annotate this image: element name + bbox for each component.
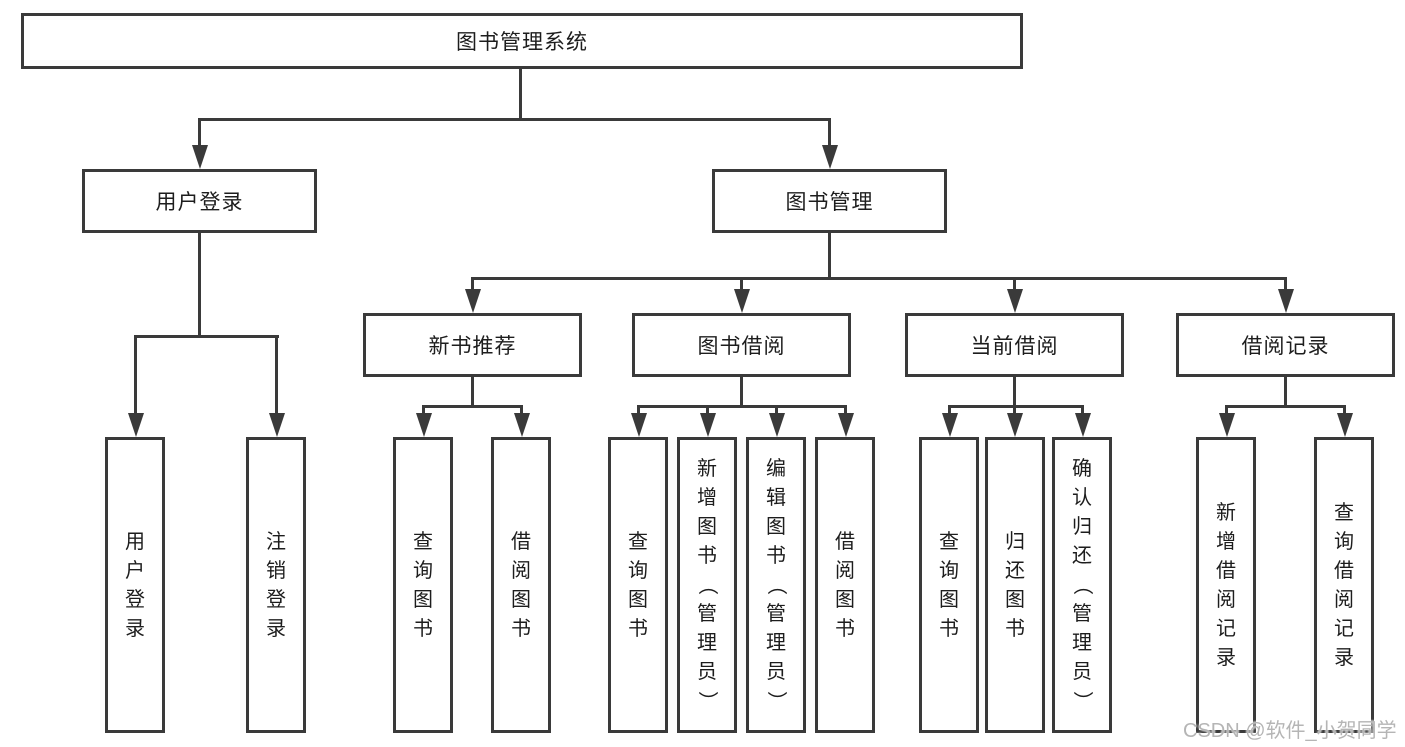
arrowhead-down-icon bbox=[465, 289, 481, 313]
connector-stub bbox=[775, 405, 778, 415]
connector-root-vline bbox=[519, 69, 522, 118]
connector-stub bbox=[471, 277, 474, 291]
connector-stub bbox=[134, 335, 137, 413]
connector-root-left-stub bbox=[198, 118, 201, 145]
connector-group-hline bbox=[637, 405, 847, 408]
connector-stub bbox=[948, 405, 951, 415]
arrowhead-down-icon bbox=[1278, 289, 1294, 313]
node-label: 查询借阅记录 bbox=[1334, 501, 1354, 669]
csdn-watermark: CSDN @软件_小贺同学 bbox=[1183, 720, 1397, 742]
node-leaf-logout: 注销登录 bbox=[246, 437, 306, 733]
connector-bookmgmt-vline bbox=[828, 233, 831, 277]
connector-stub bbox=[1343, 405, 1346, 415]
connector-stub bbox=[740, 277, 743, 291]
node-label: 当前借阅 bbox=[970, 335, 1059, 358]
arrowhead-down-icon bbox=[1337, 413, 1353, 437]
arrowhead-down-icon bbox=[769, 413, 785, 437]
arrowhead-down-icon bbox=[1007, 413, 1023, 437]
connector-group-vline bbox=[1013, 377, 1016, 405]
connector-stub bbox=[1081, 405, 1084, 415]
connector-group-hline bbox=[1225, 405, 1346, 408]
node-label: 新增图书（管理员） bbox=[696, 458, 718, 711]
connector-group-vline bbox=[471, 377, 474, 405]
connector-group-hline bbox=[422, 405, 523, 408]
node-label: 新增借阅记录 bbox=[1216, 501, 1236, 669]
node-label: 归还图书 bbox=[1005, 530, 1025, 640]
node-label: 查询图书 bbox=[413, 530, 433, 640]
node-leaf-add-borrow-record: 新增借阅记录 bbox=[1196, 437, 1256, 733]
node-label: 借阅图书 bbox=[511, 530, 531, 640]
connector-root-right-stub bbox=[828, 118, 831, 145]
node-label: 图书管理 bbox=[785, 191, 874, 214]
arrowhead-down-icon bbox=[631, 413, 647, 437]
connector-stub bbox=[1013, 405, 1016, 415]
arrowhead-down-icon bbox=[514, 413, 530, 437]
node-leaf-query-books-current: 查询图书 bbox=[919, 437, 979, 733]
connector-stub bbox=[1284, 277, 1287, 291]
arrowhead-down-icon bbox=[192, 145, 208, 169]
connector-bookmgmt-hline bbox=[471, 277, 1287, 280]
connector-stub bbox=[520, 405, 523, 415]
node-label: 注销登录 bbox=[266, 530, 286, 640]
arrowhead-down-icon bbox=[942, 413, 958, 437]
arrowhead-down-icon bbox=[734, 289, 750, 313]
node-leaf-user-login: 用户登录 bbox=[105, 437, 165, 733]
node-label: 确认归还（管理员） bbox=[1071, 458, 1093, 711]
node-leaf-borrow-books: 借阅图书 bbox=[815, 437, 875, 733]
arrowhead-down-icon bbox=[416, 413, 432, 437]
connector-stub bbox=[275, 335, 278, 413]
node-leaf-query-books-recommend: 查询图书 bbox=[393, 437, 453, 733]
connector-root-hline bbox=[198, 118, 831, 121]
node-book-borrowing: 图书借阅 bbox=[632, 313, 851, 377]
node-label: 用户登录 bbox=[125, 530, 145, 640]
arrowhead-down-icon bbox=[128, 413, 144, 437]
arrowhead-down-icon bbox=[822, 145, 838, 169]
connector-stub bbox=[422, 405, 425, 415]
node-leaf-query-books-borrowing: 查询图书 bbox=[608, 437, 668, 733]
node-book-management: 图书管理 bbox=[712, 169, 947, 233]
node-user-login: 用户登录 bbox=[82, 169, 317, 233]
node-leaf-add-books-admin: 新增图书（管理员） bbox=[677, 437, 737, 733]
node-current-borrowing: 当前借阅 bbox=[905, 313, 1124, 377]
connector-group-hline bbox=[948, 405, 1084, 408]
node-label: 用户登录 bbox=[155, 191, 244, 214]
node-root-system: 图书管理系统 bbox=[21, 13, 1023, 69]
node-leaf-query-borrow-record: 查询借阅记录 bbox=[1314, 437, 1374, 733]
node-label: 查询图书 bbox=[628, 530, 648, 640]
connector-userlogin-vline bbox=[198, 233, 201, 335]
node-label: 借阅图书 bbox=[835, 530, 855, 640]
arrowhead-down-icon bbox=[1219, 413, 1235, 437]
node-leaf-return-books: 归还图书 bbox=[985, 437, 1045, 733]
node-leaf-confirm-return-admin: 确认归还（管理员） bbox=[1052, 437, 1112, 733]
connector-group-vline bbox=[740, 377, 743, 405]
arrowhead-down-icon bbox=[838, 413, 854, 437]
connector-stub bbox=[637, 405, 640, 415]
connector-userlogin-hline bbox=[134, 335, 279, 338]
connector-group-vline bbox=[1284, 377, 1287, 405]
arrowhead-down-icon bbox=[1075, 413, 1091, 437]
node-leaf-edit-books-admin: 编辑图书（管理员） bbox=[746, 437, 806, 733]
arrowhead-down-icon bbox=[700, 413, 716, 437]
arrowhead-down-icon bbox=[1007, 289, 1023, 313]
node-label: 编辑图书（管理员） bbox=[765, 458, 787, 711]
node-label: 图书借阅 bbox=[697, 335, 786, 358]
node-label: 查询图书 bbox=[939, 530, 959, 640]
connector-stub bbox=[844, 405, 847, 415]
node-root-label: 图书管理系统 bbox=[456, 31, 588, 54]
node-borrowing-records: 借阅记录 bbox=[1176, 313, 1395, 377]
node-label: 新书推荐 bbox=[428, 335, 517, 358]
arrowhead-down-icon bbox=[269, 413, 285, 437]
connector-stub bbox=[1013, 277, 1016, 291]
node-new-book-recommend: 新书推荐 bbox=[363, 313, 582, 377]
node-leaf-borrow-books-recommend: 借阅图书 bbox=[491, 437, 551, 733]
node-label: 借阅记录 bbox=[1241, 335, 1330, 358]
connector-stub bbox=[1225, 405, 1228, 415]
connector-stub bbox=[706, 405, 709, 415]
